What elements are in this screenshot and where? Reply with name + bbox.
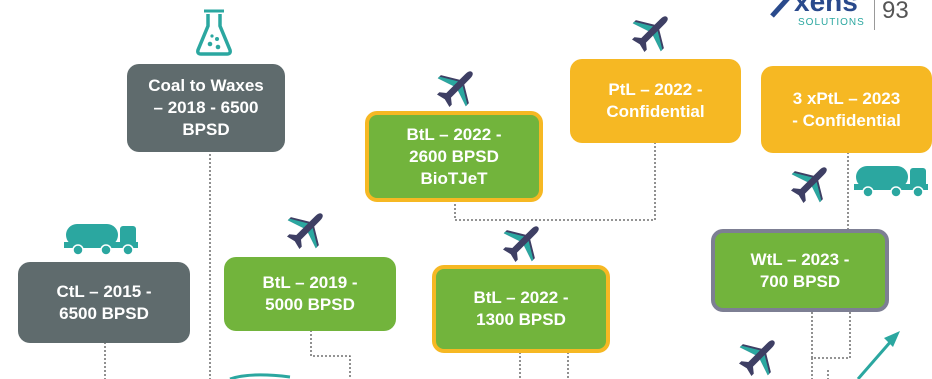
airplane-icon [631,9,675,53]
project-coal-to-waxes: Coal to Waxes – 2018 - 6500 BPSD [127,64,285,152]
page-number: 93 [882,0,909,24]
airplane-icon [738,333,782,377]
divider [874,0,875,30]
project-ptl-2022: PtL – 2022 - Confidential [570,59,741,143]
project-3xptl-2023: 3 xPtL – 2023 - Confidential [761,66,932,153]
project-ctl-2015: CtL – 2015 - 6500 BPSD [18,262,190,343]
airplane-icon [502,219,546,263]
airplane-icon [790,160,834,204]
truck-icon [64,224,138,256]
truck-icon [854,166,928,198]
axens-logo [770,0,790,18]
project-btl-2019: BtL – 2019 - 5000 BPSD [224,257,396,331]
brand-name: xens [794,0,858,17]
airplane-icon [286,206,330,250]
brand-tagline: SOLUTIONS [798,17,865,28]
project-wtl-2023: WtL – 2023 - 700 BPSD [711,229,889,312]
project-btl-2022-1300: BtL – 2022 - 1300 BPSD [432,265,610,353]
flask-icon [196,9,232,56]
project-btl-2022-biotjet: BtL – 2022 - 2600 BPSD BioTJeT [365,111,543,202]
brand-corner: xens SOLUTIONS 93 [732,0,932,36]
airplane-icon [436,64,480,108]
